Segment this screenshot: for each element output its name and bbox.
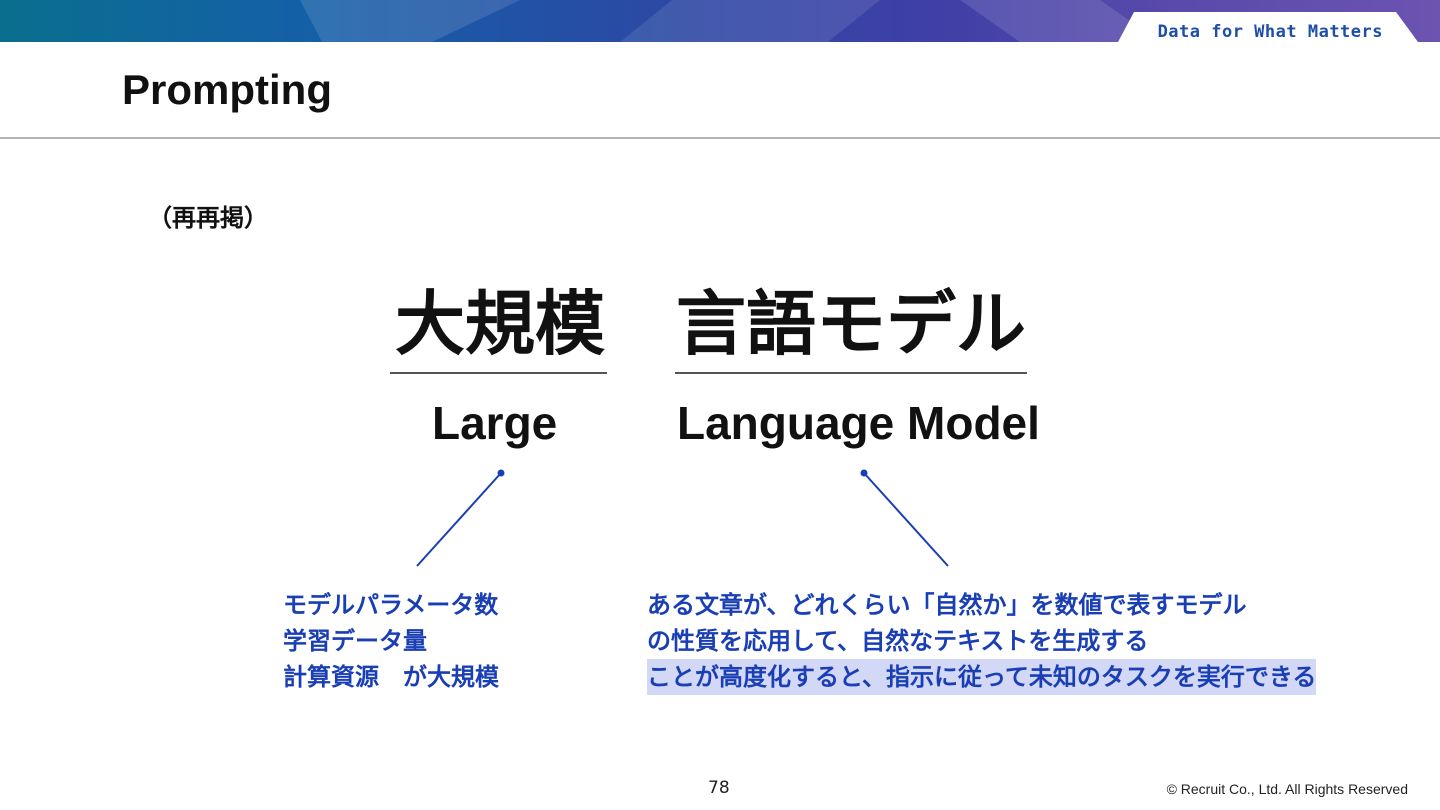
connector-large-dot [497, 469, 505, 477]
term-large-underline [390, 372, 607, 374]
large-desc-line: 学習データ量 [283, 627, 427, 655]
copyright: © Recruit Co., Ltd. All Rights Reserved [1166, 781, 1408, 797]
lm-desc-highlighted-line: ことが高度化すると、指示に従って未知のタスクを実行できる [647, 659, 1317, 695]
term-large-jp: 大規模 [395, 283, 605, 365]
page-number: 78 [708, 778, 730, 798]
large-desc-line: 計算資源 が大規模 [283, 663, 499, 691]
large-description: モデルパラメータ数 学習データ量 計算資源 が大規模 [283, 587, 499, 695]
connector-lm-dot [860, 469, 868, 477]
tagline: Data for What Matters [1157, 22, 1383, 42]
lm-desc-line: ある文章が、どれくらい「自然か」を数値で表すモデル [647, 591, 1247, 619]
term-large-en: Large [432, 397, 558, 449]
tagline-tab [1118, 12, 1418, 42]
lm-desc-line: の性質を応用して、自然なテキストを生成する [647, 627, 1149, 655]
page-title: Prompting [122, 66, 332, 113]
repost-note: （再再掲） [148, 204, 268, 232]
lm-description: ある文章が、どれくらい「自然か」を数値で表すモデル の性質を応用して、自然なテキ… [647, 587, 1317, 695]
term-lm-jp: 言語モデル [676, 283, 1026, 365]
connector-lm-line [863, 472, 949, 567]
term-lm-en: Language Model [677, 397, 1040, 449]
connector-large-line [416, 472, 502, 567]
term-lm-underline [675, 372, 1027, 374]
title-divider [0, 137, 1440, 139]
large-desc-line: モデルパラメータ数 [283, 591, 499, 619]
